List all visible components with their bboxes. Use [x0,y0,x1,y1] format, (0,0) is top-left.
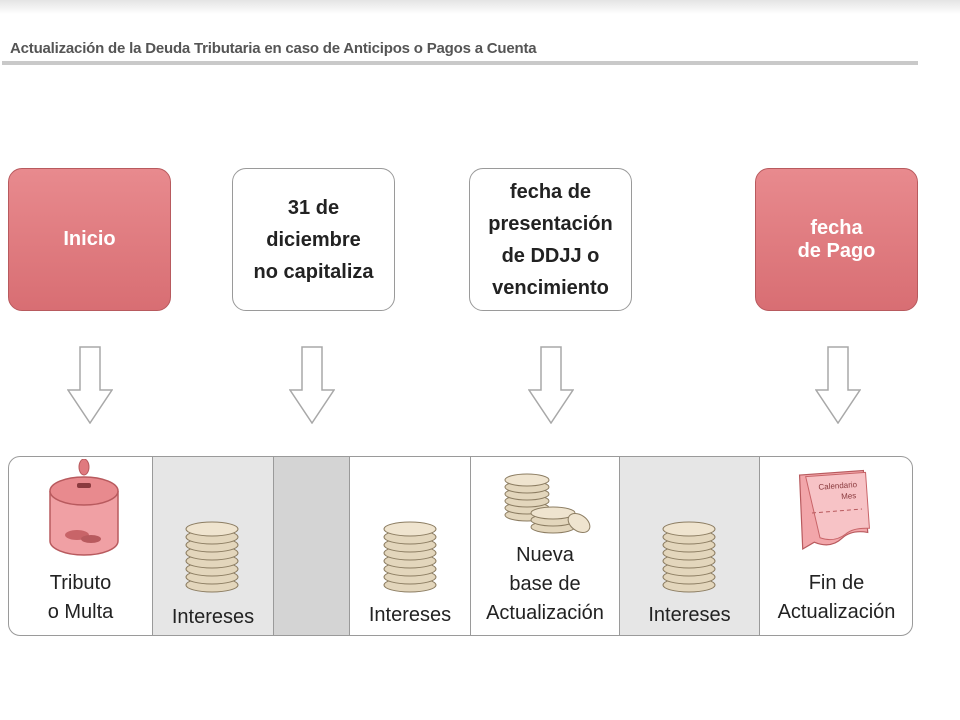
calendar-month: Mes [841,491,857,501]
milestone-fecha-pago: fecha de Pago [755,168,918,311]
segment-divider [759,457,760,635]
down-arrow-icon [815,346,861,424]
segment-label: Intereses [171,606,255,628]
milestone-31-diciembre: 31 de diciembre no capitaliza [232,168,395,311]
milestone-label: fecha de presentación de DDJJ o vencimie… [488,180,613,299]
milestone-inicio: Inicio [8,168,171,311]
segment-label: Fin de Actualización [777,572,896,623]
coins-pile-icon [504,473,591,534]
segment-fin: Calendario Mes Fin de Actualización [760,457,912,635]
segment-label: Intereses [368,604,452,626]
segment-divider [349,457,350,635]
segment-divider [619,457,620,635]
milestone-fecha-presentacion: fecha de presentación de DDJJ o vencimie… [469,168,632,311]
collection-box-icon [49,459,119,556]
milestone-label: Inicio [63,228,116,250]
segment-divider [470,457,471,635]
segment-divider [152,457,153,635]
segment-intereses-2: Intereses [350,457,470,635]
segment-label: Intereses [648,604,731,626]
segment-intereses-3: Intereses [620,457,759,635]
segment-no-capitaliza [274,457,349,635]
segment-tributo: Tributo o Multa [9,457,152,635]
down-arrow-icon [289,346,335,424]
segment-nueva-base: Nueva base de Actualización [471,457,619,635]
segment-divider [273,457,274,635]
page-title: Actualización de la Deuda Tributaria en … [10,40,537,57]
calendar-icon: Calendario Mes [798,469,870,551]
top-shade [0,0,960,14]
down-arrow-icon [528,346,574,424]
timeline-bar: Tributo o Multa Intereses [8,456,913,636]
milestone-label: 31 de diciembre no capitaliza [253,196,374,283]
segment-label: Tributo o Multa [47,572,114,623]
down-arrow-icon [67,346,113,424]
coin-stack-icon [383,521,437,593]
coin-stack-icon [185,521,239,593]
title-divider [2,61,918,65]
milestone-label: fecha de Pago [797,216,876,262]
segment-label: Nueva base de Actualización [486,544,604,624]
coin-stack-icon [662,521,716,593]
calendar-title: Calendario [818,480,858,492]
segment-intereses-1: Intereses [153,457,273,635]
